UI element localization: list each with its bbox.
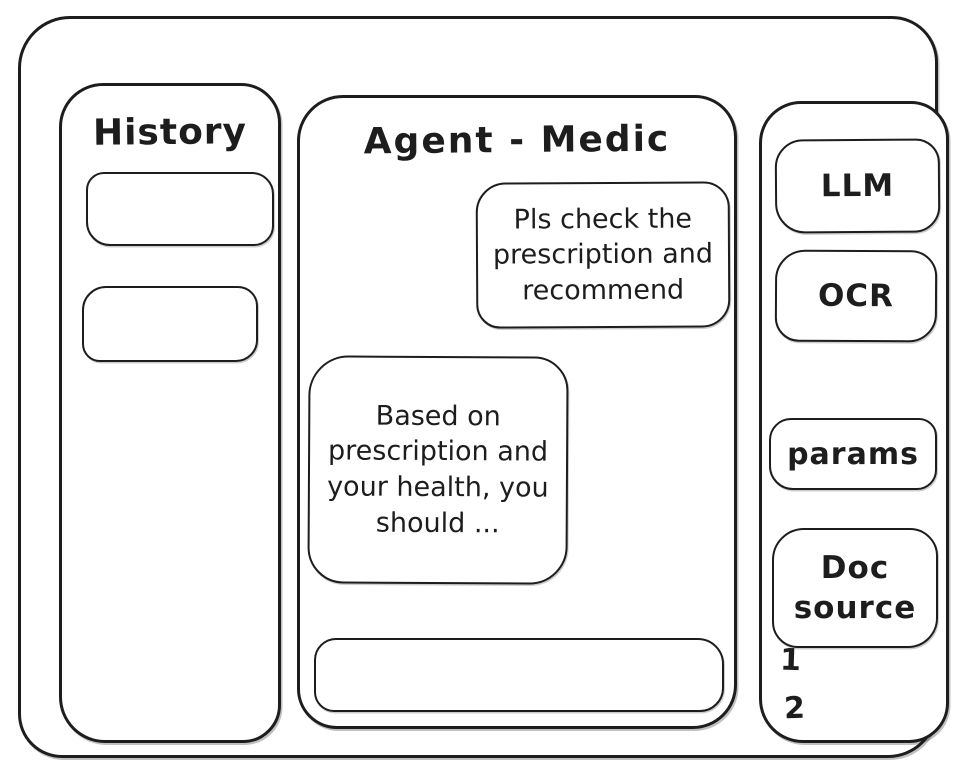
- history-item[interactable]: [86, 172, 274, 246]
- assistant-message-bubble: Based on prescription and your health, y…: [307, 355, 569, 585]
- tools-panel: LLM OCR params Doc source 1 2: [759, 101, 949, 743]
- history-item[interactable]: [82, 286, 258, 362]
- llm-button[interactable]: LLM: [774, 138, 941, 234]
- doc-source-button[interactable]: Doc source: [772, 528, 938, 648]
- params-button[interactable]: params: [769, 418, 937, 490]
- user-message-text: Pls check the prescription and recommend: [492, 203, 714, 307]
- app-window-frame: History Agent - Medic Pls check the pres…: [18, 16, 949, 758]
- history-panel: History: [59, 83, 281, 743]
- user-message-bubble: Pls check the prescription and recommend: [475, 181, 731, 329]
- chat-panel-title: Agent - Medic: [363, 118, 671, 163]
- ocr-button[interactable]: OCR: [774, 249, 938, 343]
- assistant-message-text: Based on prescription and your health, y…: [327, 400, 549, 539]
- chat-panel: Agent - Medic Pls check the prescription…: [297, 95, 737, 729]
- history-panel-title: History: [92, 111, 248, 154]
- doc-source-list-item[interactable]: 1: [779, 642, 802, 679]
- chat-input[interactable]: [314, 638, 724, 712]
- doc-source-list: 1 2: [778, 642, 806, 727]
- doc-source-list-item[interactable]: 2: [783, 690, 806, 727]
